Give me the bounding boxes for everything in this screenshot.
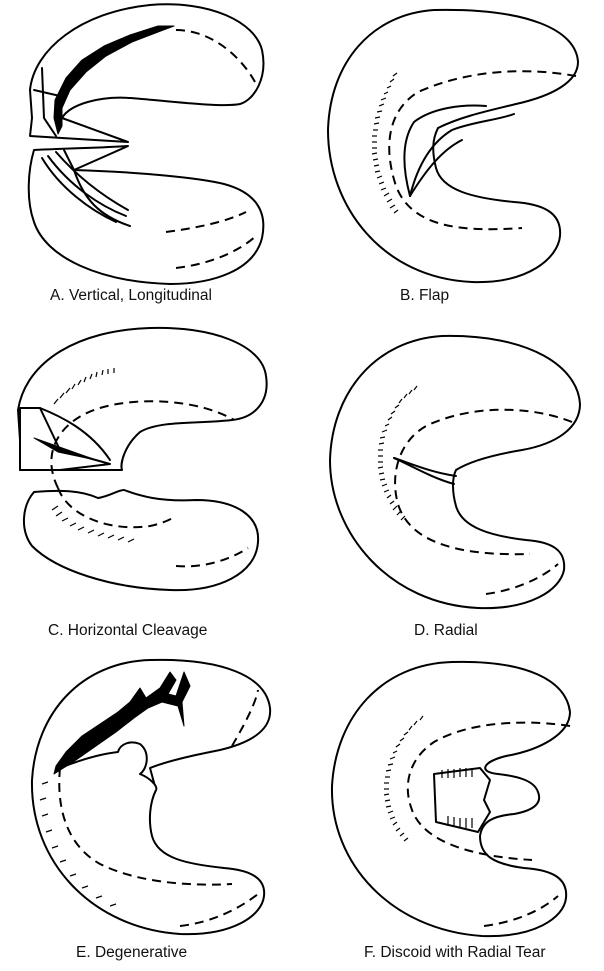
panel-vertical-longitudinal: A. Vertical, Longitudinal [0, 0, 300, 310]
caption-e: E. Degenerative [76, 944, 187, 962]
meniscus-horizontal-cleavage-tear-drawing [0, 320, 300, 620]
caption-a: A. Vertical, Longitudinal [50, 287, 212, 305]
panel-horizontal-cleavage: C. Horizontal Cleavage [0, 320, 300, 640]
meniscus-discoid-radial-tear-drawing [302, 650, 604, 950]
panel-degenerative: E. Degenerative [0, 650, 300, 971]
panel-flap: B. Flap [302, 0, 604, 310]
meniscus-flap-tear-drawing [302, 0, 604, 300]
caption-f: F. Discoid with Radial Tear [364, 944, 545, 962]
panel-discoid-radial-tear: F. Discoid with Radial Tear [302, 650, 604, 971]
meniscus-vertical-longitudinal-tear-drawing [0, 0, 300, 300]
meniscus-radial-tear-drawing [302, 320, 604, 620]
meniscus-degenerative-tear-drawing [0, 650, 300, 950]
caption-d: D. Radial [414, 622, 478, 640]
caption-b: B. Flap [400, 287, 449, 305]
caption-c: C. Horizontal Cleavage [48, 622, 207, 640]
panel-radial: D. Radial [302, 320, 604, 640]
